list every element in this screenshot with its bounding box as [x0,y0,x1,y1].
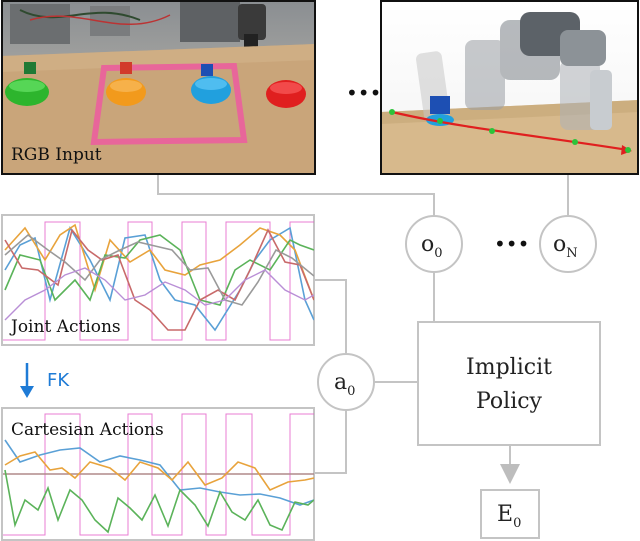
implicit-policy-box: Implicit Policy [417,321,601,446]
svg-text:E0: E0 [497,502,521,531]
energy-output-box: E0 [480,489,540,539]
svg-text:Implicit: Implicit [466,355,552,380]
joint-actions-label: Joint Actions [9,317,121,337]
joint-actions-plot: Joint Actions [1,214,315,346]
obs-node-o0: o0 [405,215,463,273]
fk-label: FK [47,370,70,391]
rgb-input-caption: RGB Input [11,145,102,165]
svg-text:oN: oN [553,232,578,261]
obs-node-oN: oN [539,215,597,273]
svg-text:Policy: Policy [476,389,543,414]
cartesian-actions-label: Cartesian Actions [11,420,164,440]
svg-text:o0: o0 [421,232,443,261]
fk-arrow: FK [20,363,70,398]
images-ellipsis: ••• [346,81,381,105]
cartesian-actions-plot: Cartesian Actions [1,407,315,541]
action-node-a0: a0 [317,353,375,411]
connectors [157,174,569,484]
rgb-input-frame [1,0,316,175]
svg-text:a0: a0 [334,370,355,399]
robot-render-frame [380,0,639,175]
rgb-input-image [2,1,315,174]
obs-ellipsis: ••• [494,232,529,256]
robot-render-image [381,1,638,174]
